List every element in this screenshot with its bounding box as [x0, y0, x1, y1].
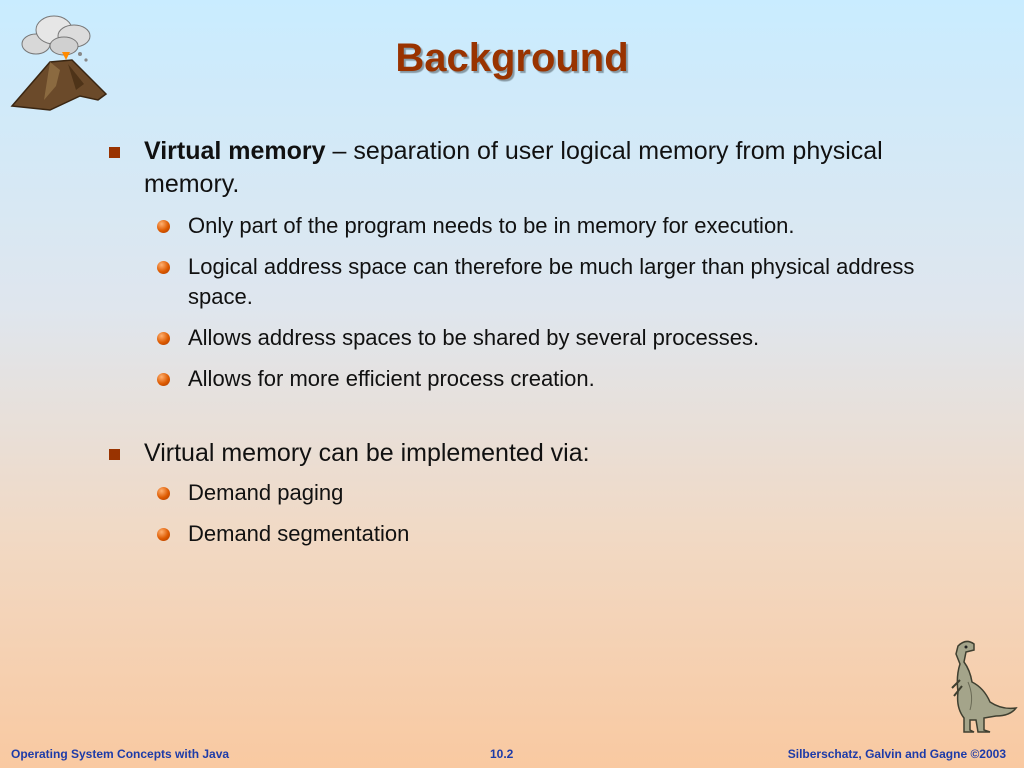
- bullet-implementation: Virtual memory can be implemented via:: [104, 437, 964, 470]
- bullet-bold-term: Virtual memory: [144, 137, 326, 165]
- footer-left: Operating System Concepts with Java: [11, 747, 230, 761]
- subbullet-text: Allows for more efficient process creati…: [188, 366, 595, 391]
- round-bullet-icon: [157, 528, 170, 541]
- bullet-virtual-memory: Virtual memory – separation of user logi…: [104, 135, 964, 201]
- footer-right: Silberschatz, Galvin and Gagne ©2003: [787, 747, 1006, 761]
- round-bullet-icon: [157, 487, 170, 500]
- subbullet: Demand segmentation: [104, 519, 964, 549]
- subbullet: Logical address space can therefore be m…: [104, 252, 964, 312]
- square-bullet-icon: [109, 147, 120, 158]
- subbullet-text: Demand paging: [188, 480, 344, 505]
- round-bullet-icon: [157, 373, 170, 386]
- round-bullet-icon: [157, 261, 170, 274]
- slide-title: Background: [395, 36, 629, 80]
- subbullet-text: Demand segmentation: [188, 521, 410, 546]
- subbullet-text: Allows address spaces to be shared by se…: [188, 325, 760, 350]
- bullet-text: – separation of user logical memory from…: [144, 137, 883, 198]
- volcano-icon: [10, 15, 108, 111]
- subbullet: Allows for more efficient process creati…: [104, 364, 964, 394]
- subbullet: Demand paging: [104, 478, 964, 508]
- subbullet-text: Logical address space can therefore be m…: [188, 254, 915, 309]
- footer-page-number: 10.2: [490, 747, 514, 761]
- round-bullet-icon: [157, 332, 170, 345]
- bullet-list: Virtual memory – separation of user logi…: [104, 135, 964, 549]
- subbullet-text: Only part of the program needs to be in …: [188, 213, 795, 238]
- subbullet: Allows address spaces to be shared by se…: [104, 323, 964, 353]
- bullet-text: Virtual memory can be implemented via:: [144, 439, 590, 467]
- subbullet: Only part of the program needs to be in …: [104, 211, 964, 241]
- dinosaur-icon: [951, 640, 1018, 733]
- square-bullet-icon: [109, 449, 120, 460]
- round-bullet-icon: [157, 220, 170, 233]
